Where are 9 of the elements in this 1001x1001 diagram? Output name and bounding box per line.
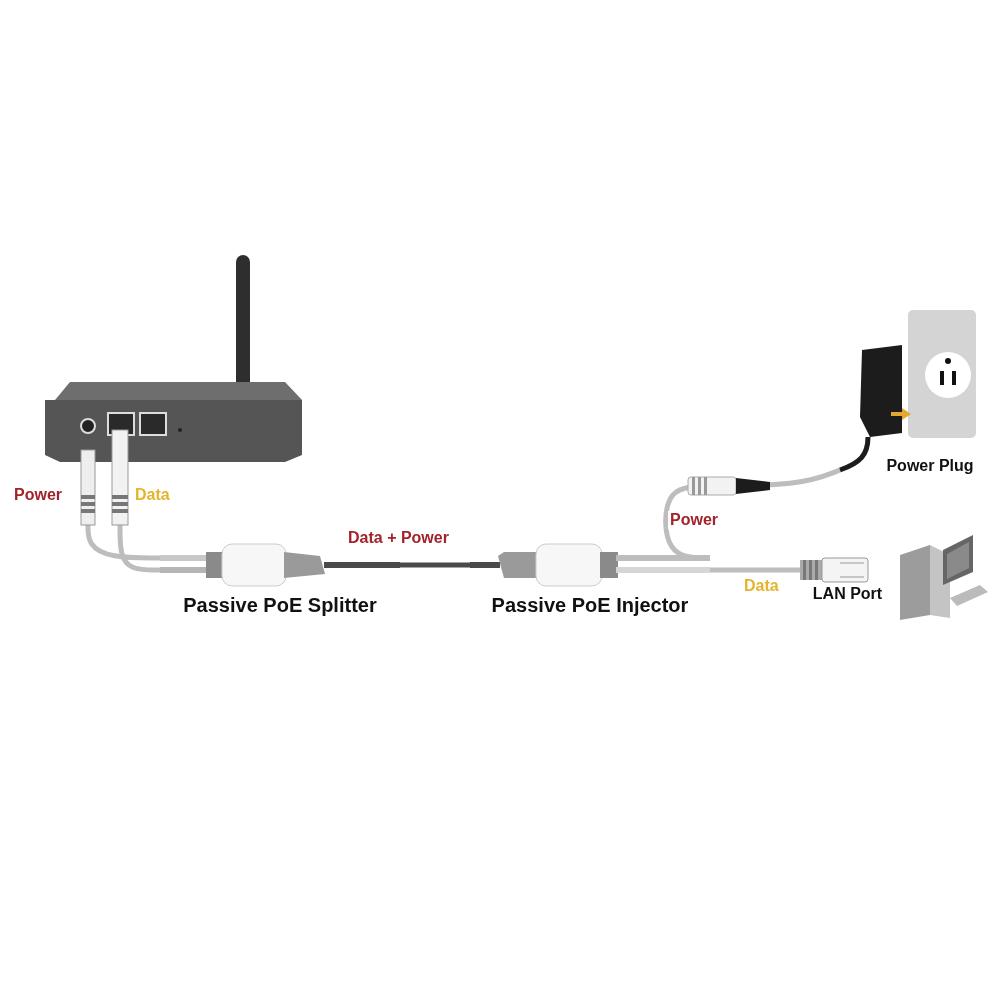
cable — [400, 562, 470, 568]
cable — [85, 525, 160, 561]
cable — [117, 525, 160, 573]
edge-label: Power — [668, 511, 720, 529]
device-label: Passive PoE Injector — [490, 594, 690, 617]
device-label: Passive PoE Splitter — [182, 594, 378, 617]
device-label: LAN Port — [811, 585, 884, 603]
device-label: Power Plug — [885, 457, 975, 475]
cable — [710, 567, 800, 573]
